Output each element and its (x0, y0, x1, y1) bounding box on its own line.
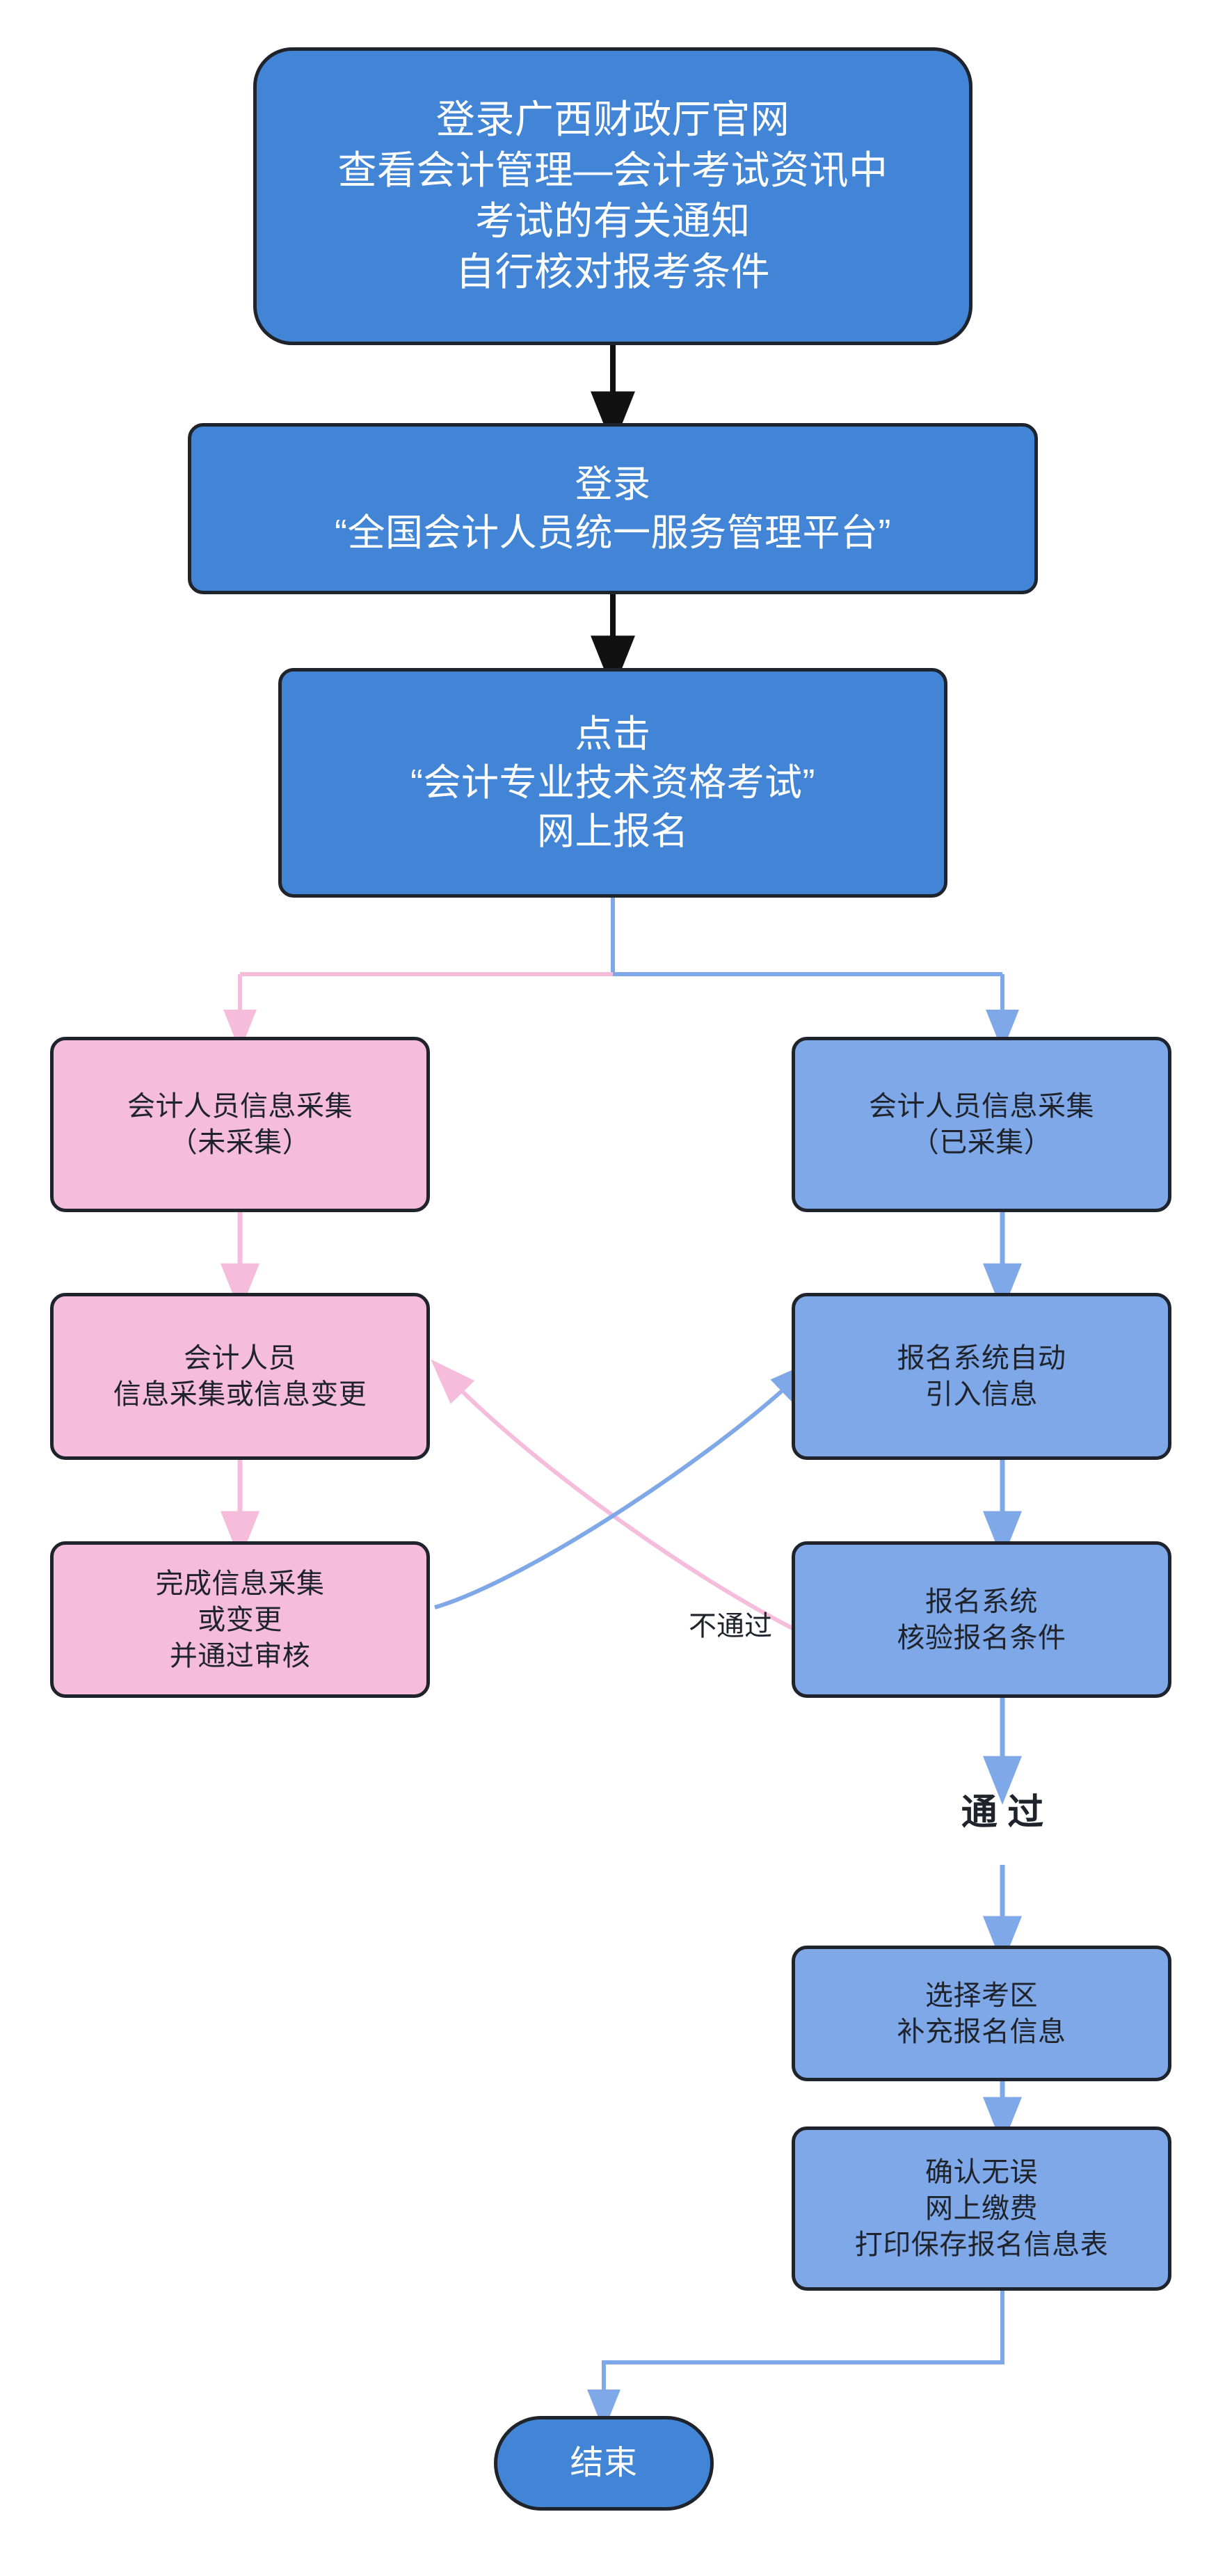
edge-click-split (223, 896, 1019, 1051)
node-click-exam[interactable]: 点击 “会计专业技术资格考试” 网上报名 (278, 668, 947, 898)
node-confirm-pay[interactable]: 确认无误 网上缴费 打印保存报名信息表 (792, 2126, 1171, 2291)
node-end[interactable]: 结束 (494, 2416, 714, 2511)
edge-finish-to-import (434, 1360, 815, 1609)
node-verify-conditions[interactable]: 报名系统 核验报名条件 (792, 1541, 1171, 1698)
edge-verify-fail-to-change (431, 1359, 815, 1641)
node-start[interactable]: 登录广西财政厅官网 查看会计管理—会计考试资讯中 考试的有关通知 自行核对报考条… (253, 47, 972, 345)
node-auto-import[interactable]: 报名系统自动 引入信息 (792, 1293, 1171, 1460)
node-finish-collect[interactable]: 完成信息采集 或变更 并通过审核 (50, 1541, 430, 1698)
edge-label-fail: 不通过 (689, 1611, 772, 1641)
node-collect-or-change[interactable]: 会计人员 信息采集或信息变更 (50, 1293, 430, 1460)
edge-label-pass: 通 过 (961, 1792, 1044, 1833)
node-collect-not-done[interactable]: 会计人员信息采集 （未采集） (50, 1037, 430, 1212)
node-collect-done[interactable]: 会计人员信息采集 （已采集） (792, 1037, 1171, 1212)
edge-confirm-to-end (587, 2289, 1004, 2431)
node-login-platform[interactable]: 登录 “全国会计人员统一服务管理平台” (188, 423, 1038, 594)
node-choose-area[interactable]: 选择考区 补充报名信息 (792, 1946, 1171, 2081)
